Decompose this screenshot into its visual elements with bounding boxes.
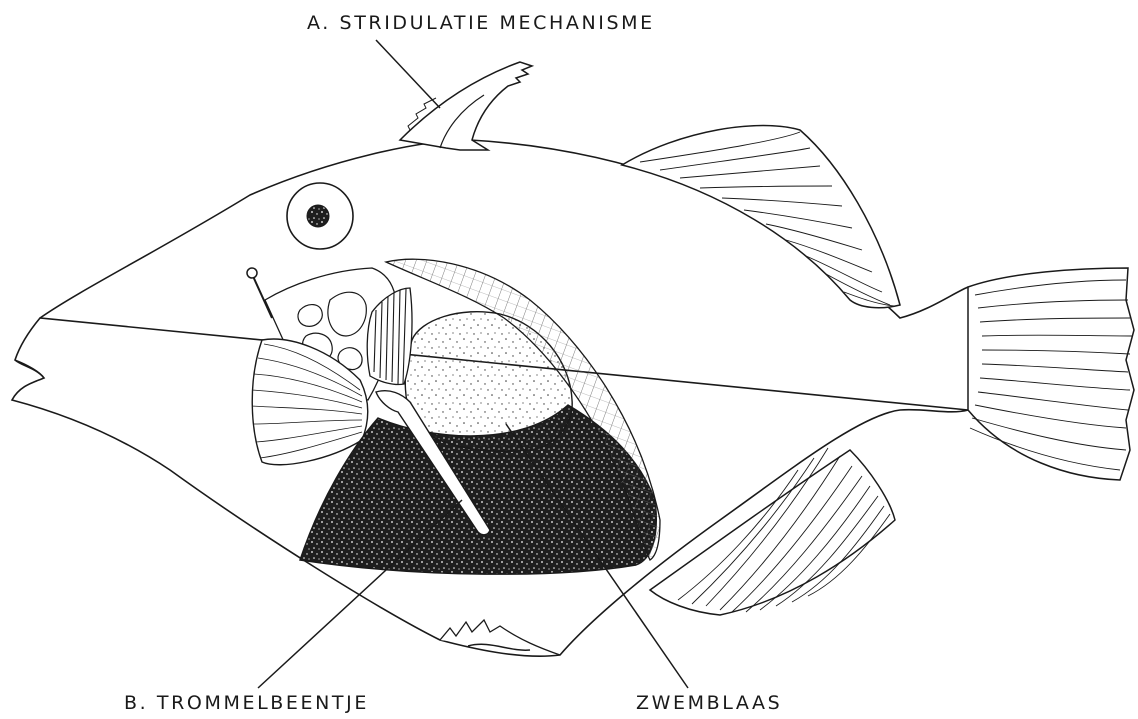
anal-fin [650,448,895,615]
dorsal-spine [400,62,532,150]
eye-pupil [307,205,329,227]
pin [252,274,272,318]
gill-bone-2 [298,305,322,327]
leader-stridulation [376,40,440,108]
pin-head [247,268,257,278]
tail-fin [968,268,1134,480]
dorsal-fin [622,125,900,307]
label-drum-bone: B. TROMMELBEENTJE [124,694,369,713]
label-stridulation-mechanism: A. STRIDULATIE MECHANISME [307,14,655,33]
label-swim-bladder: ZWEMBLAAS [636,694,782,713]
pelvic-flap [440,620,560,655]
